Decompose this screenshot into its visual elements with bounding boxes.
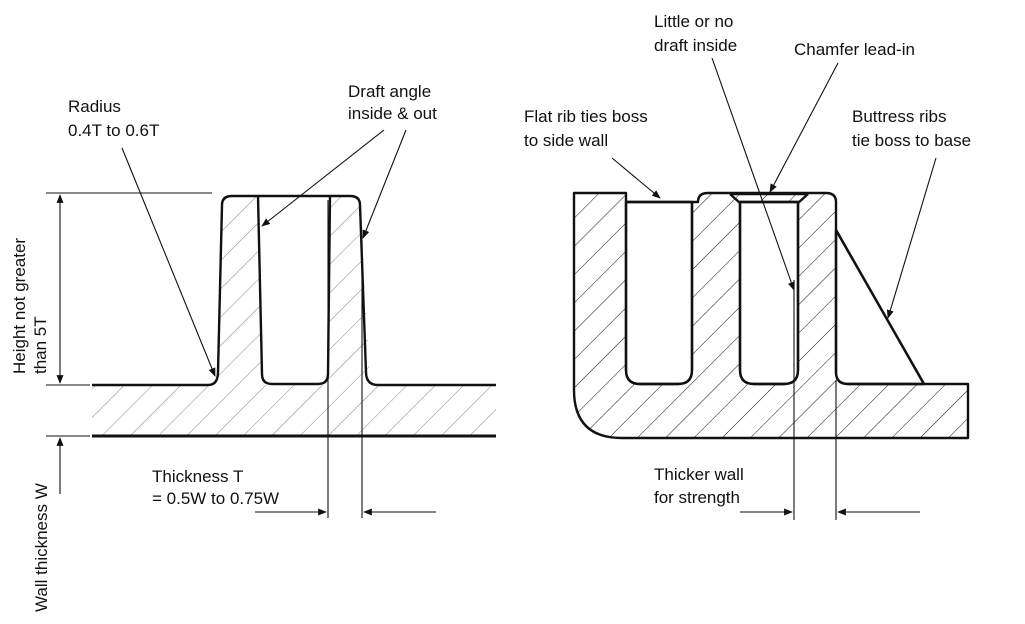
left-boss-outline: [92, 194, 496, 387]
right-figure: Little or no draft inside Chamfer lead-i…: [524, 12, 971, 520]
radius-label: Radius 0.4T to 0.6T: [68, 97, 159, 140]
buttress-label: Buttress ribs tie boss to base: [852, 107, 971, 150]
left-boss-wall-right: [328, 196, 370, 385]
height-label: Height not greater than 5T: [10, 233, 50, 374]
left-boss-wall-left: [218, 196, 262, 385]
chamfer-label: Chamfer lead-in: [794, 40, 915, 59]
right-boss-hole: [738, 200, 800, 386]
left-boss-hole: [256, 195, 332, 386]
draft-leader-inside: [261, 129, 385, 227]
draft-inside-label: Little or no draft inside: [654, 12, 738, 55]
thickness-label: Thickness T = 0.5W to 0.75W: [152, 467, 279, 508]
draft-angle-label: Draft angle inside & out: [348, 82, 437, 123]
wall-thickness-label: Wall thickness W: [32, 483, 51, 612]
draft-leader-outside: [362, 129, 407, 239]
flat-rib-label: Flat rib ties boss to side wall: [524, 107, 653, 150]
left-figure: Radius 0.4T to 0.6T Draft angle inside &…: [10, 82, 496, 612]
buttress-leader: [886, 157, 937, 319]
flat-rib-leader: [611, 157, 661, 199]
left-base-plate: [92, 385, 496, 436]
chamfer-leader: [769, 62, 839, 193]
right-buttress-gap: [834, 228, 926, 386]
right-chamfer: [729, 193, 809, 204]
draft-inside-leader: [711, 57, 795, 291]
thicker-wall-label: Thicker wall for strength: [654, 465, 748, 507]
right-pocket-side: [624, 200, 694, 386]
right-solid-part: [572, 191, 970, 440]
radius-leader: [121, 147, 216, 377]
